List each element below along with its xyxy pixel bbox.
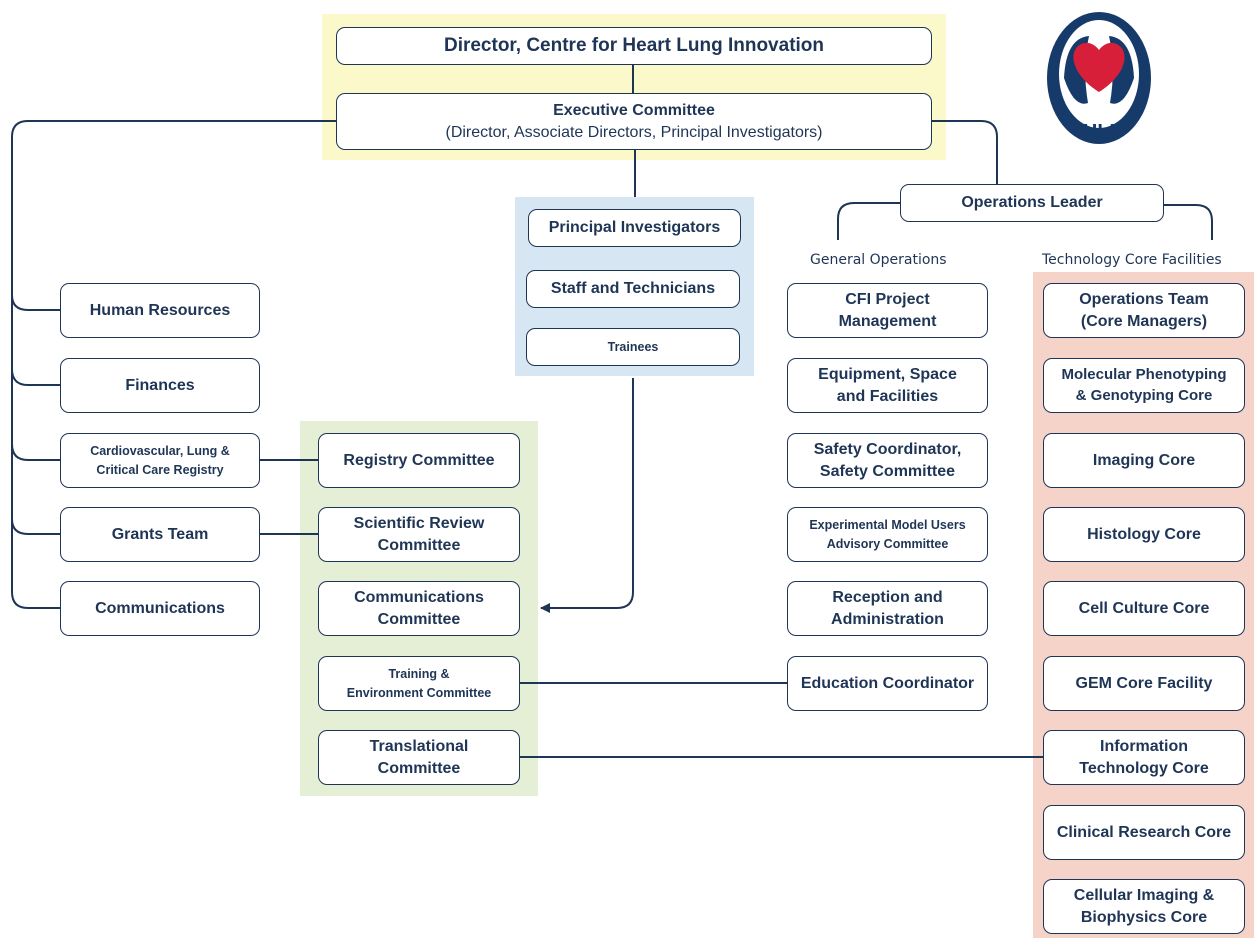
general-operations-label: General Operations [810,252,947,268]
link-spine-grants [11,518,60,535]
registry-box: Cardiovascular, Lung & Critical Care Reg… [60,433,260,488]
director-box: Director, Centre for Heart Lung Innovati… [336,27,932,65]
trainees-box: Trainees [526,328,740,366]
equipment-space-facilities-box: Equipment, Space and Facilities [787,358,988,413]
communications-committee-box: Communications Committee [318,581,520,636]
grants-team-box: Grants Team [60,507,260,562]
link-operations-core [1163,204,1213,240]
operations-team-box: Operations Team (Core Managers) [1043,283,1245,338]
link-spine-finances [11,368,60,386]
molecular-phenotyping-core-box: Molecular Phenotyping & Genotyping Core [1043,358,1245,413]
experimental-model-committee-box: Experimental Model Users Advisory Commit… [787,507,988,562]
link-trainees-communications [540,378,634,613]
reception-administration-box: Reception and Administration [787,581,988,636]
finances-box: Finances [60,358,260,413]
logo-text: HLI [1083,121,1115,143]
scientific-review-committee-box: Scientific Review Committee [318,507,520,562]
safety-coordinator-box: Safety Coordinator, Safety Committee [787,433,988,488]
gem-core-facility-box: GEM Core Facility [1043,656,1245,711]
imaging-core-box: Imaging Core [1043,433,1245,488]
registry-committee-box: Registry Committee [318,433,520,488]
executive-committee-box: Executive Committee (Director, Associate… [336,93,932,150]
clinical-research-core-box: Clinical Research Core [1043,805,1245,860]
information-technology-core-box: Information Technology Core [1043,730,1245,785]
link-spine-registry [11,443,60,461]
staff-technicians-box: Staff and Technicians [526,270,740,308]
education-coordinator-box: Education Coordinator [787,656,988,711]
link-executive-operations [931,120,998,186]
cellular-imaging-core-box: Cellular Imaging & Biophysics Core [1043,879,1245,934]
link-operations-general [837,202,902,240]
logo-heart-shape [1073,42,1125,92]
training-environment-committee-box: Training & Environment Committee [318,656,520,711]
link-executive-left-spine [11,120,336,609]
human-resources-box: Human Resources [60,283,260,338]
technology-core-label: Technology Core Facilities [1042,252,1222,268]
link-spine-human-resources [11,294,60,311]
cell-culture-core-box: Cell Culture Core [1043,581,1245,636]
histology-core-box: Histology Core [1043,507,1245,562]
translational-committee-box: Translational Committee [318,730,520,785]
executive-committee-subtitle: (Director, Associate Directors, Principa… [445,123,823,141]
cfi-project-management-box: CFI Project Management [787,283,988,338]
communications-box: Communications [60,581,260,636]
principal-investigators-box: Principal Investigators [528,209,741,247]
operations-leader-box: Operations Leader [900,184,1164,222]
executive-committee-title: Executive Committee [553,101,715,119]
hli-logo: HLI [1047,12,1151,144]
